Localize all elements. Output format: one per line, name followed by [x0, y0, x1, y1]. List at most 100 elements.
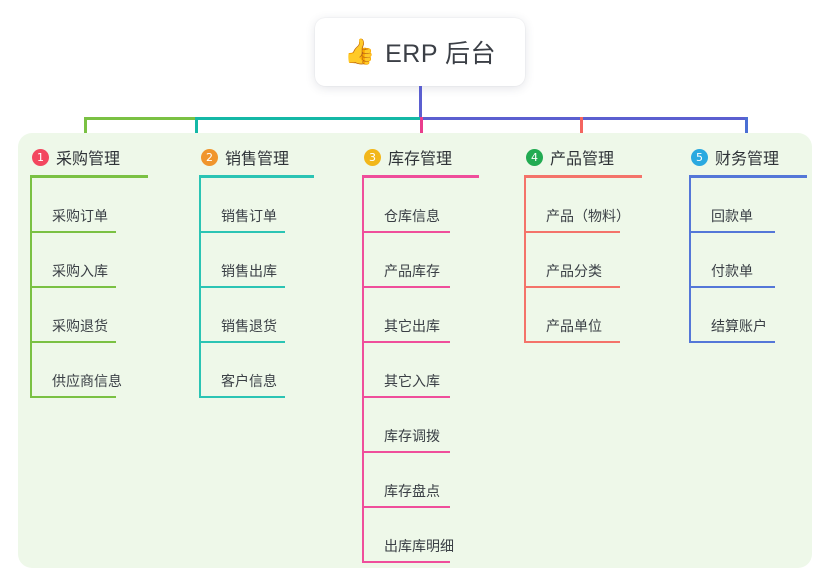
column-purchase-title: 采购管理	[56, 151, 121, 168]
column-purchase-spine	[30, 178, 32, 398]
column-product[interactable]: 4 产品管理产品（物料） 产品分类产品单位	[524, 145, 642, 343]
column-inventory-underline	[362, 175, 479, 178]
column-product-spine	[524, 178, 526, 343]
list-item-underline	[524, 231, 620, 233]
list-item-underline	[199, 286, 285, 288]
column-finance-header[interactable]: 5 财务管理	[689, 145, 807, 169]
list-item[interactable]: 产品库存	[362, 233, 479, 288]
list-item[interactable]: 客户信息	[199, 343, 314, 398]
list-item-label: 产品库存	[384, 263, 440, 279]
list-item-underline	[362, 451, 450, 453]
column-purchase-number-badge: 1	[32, 148, 49, 166]
list-item-label: 其它入库	[384, 373, 440, 389]
list-item[interactable]: 结算账户	[689, 288, 807, 343]
root-node-card[interactable]: 👍 ERP 后台	[315, 18, 525, 86]
list-item[interactable]: 库存盘点	[362, 453, 479, 508]
list-item-label: 采购订单	[52, 208, 108, 224]
column-finance-title: 财务管理	[715, 151, 780, 168]
list-item-label: 其它出库	[384, 318, 440, 334]
column-sales[interactable]: 2 销售管理销售订单销售出库销售退货客户信息	[199, 145, 314, 398]
column-sales-spine	[199, 178, 201, 398]
column-purchase-items: 采购订单采购入库采购退货供应商信息	[30, 178, 148, 398]
list-item-label: 仓库信息	[384, 208, 440, 224]
list-item[interactable]: 采购退货	[30, 288, 148, 343]
list-item-underline	[199, 341, 285, 343]
list-item-underline	[362, 341, 450, 343]
list-item-underline	[362, 561, 450, 563]
list-item-underline	[524, 286, 620, 288]
list-item-underline	[689, 286, 775, 288]
list-item-underline	[30, 396, 116, 398]
list-item[interactable]: 产品单位	[524, 288, 642, 343]
list-item-label: 产品分类	[546, 263, 602, 279]
list-item-label: 销售订单	[221, 208, 277, 224]
list-item-label: 销售退货	[221, 318, 277, 334]
list-item-underline	[689, 341, 775, 343]
list-item[interactable]: 回款单	[689, 178, 807, 233]
list-item[interactable]: 采购订单	[30, 178, 148, 233]
column-finance-spine	[689, 178, 691, 343]
list-item-label: 库存调拨	[384, 428, 440, 444]
column-purchase-underline	[30, 175, 148, 178]
column-sales-title: 销售管理	[225, 151, 290, 168]
list-item[interactable]: 销售订单	[199, 178, 314, 233]
list-item[interactable]: 产品（物料）	[524, 178, 642, 233]
list-item[interactable]: 销售退货	[199, 288, 314, 343]
list-item[interactable]: 出库库明细	[362, 508, 479, 563]
column-purchase-header[interactable]: 1 采购管理	[30, 145, 148, 169]
bus-segment-teal	[195, 117, 420, 120]
list-item[interactable]: 仓库信息	[362, 178, 479, 233]
root-node-content: 👍 ERP 后台	[344, 34, 496, 70]
root-stem-connector	[419, 86, 422, 118]
bus-segment-green	[84, 117, 195, 120]
list-item-underline	[362, 506, 450, 508]
column-finance[interactable]: 5 财务管理回款单付款单结算账户	[689, 145, 807, 343]
list-item[interactable]: 销售出库	[199, 233, 314, 288]
list-item[interactable]: 采购入库	[30, 233, 148, 288]
column-inventory-items: 仓库信息产品库存其它出库其它入库库存调拨库存盘点出库库明细	[362, 178, 479, 563]
list-item[interactable]: 付款单	[689, 233, 807, 288]
column-product-number-badge: 4	[526, 148, 543, 166]
column-finance-underline	[689, 175, 807, 178]
column-sales-header[interactable]: 2 销售管理	[199, 145, 314, 169]
column-product-title: 产品管理	[550, 151, 615, 168]
list-item[interactable]: 库存调拨	[362, 398, 479, 453]
list-item-underline	[524, 341, 620, 343]
column-product-underline	[524, 175, 642, 178]
list-item-underline	[362, 286, 450, 288]
list-item-label: 客户信息	[221, 373, 277, 389]
list-item-label: 采购入库	[52, 263, 108, 279]
list-item-underline	[30, 341, 116, 343]
column-product-items: 产品（物料） 产品分类产品单位	[524, 178, 642, 343]
column-sales-items: 销售订单销售出库销售退货客户信息	[199, 178, 314, 398]
list-item-label: 产品单位	[546, 318, 602, 334]
list-item[interactable]: 其它入库	[362, 343, 479, 398]
column-sales-number-badge: 2	[201, 148, 218, 166]
list-item-label: 结算账户	[711, 318, 767, 334]
root-node-title: ERP 后台	[385, 40, 497, 68]
list-item-label: 回款单	[711, 208, 753, 224]
column-finance-items: 回款单付款单结算账户	[689, 178, 807, 343]
column-inventory-spine	[362, 178, 364, 563]
list-item-label: 供应商信息	[52, 373, 122, 389]
list-item[interactable]: 产品分类	[524, 233, 642, 288]
list-item-underline	[30, 286, 116, 288]
list-item[interactable]: 供应商信息	[30, 343, 148, 398]
list-item-label: 销售出库	[221, 263, 277, 279]
list-item-label: 付款单	[711, 263, 753, 279]
column-product-header[interactable]: 4 产品管理	[524, 145, 642, 169]
list-item-underline	[689, 231, 775, 233]
list-item-underline	[362, 396, 450, 398]
branches-panel	[18, 133, 812, 568]
list-item-label: 库存盘点	[384, 483, 440, 499]
column-finance-number-badge: 5	[691, 148, 708, 166]
thumbs-up-icon: 👍	[343, 37, 376, 66]
list-item[interactable]: 其它出库	[362, 288, 479, 343]
column-purchase[interactable]: 1 采购管理采购订单采购入库采购退货供应商信息	[30, 145, 148, 398]
column-sales-underline	[199, 175, 314, 178]
list-item-label: 出库库明细	[384, 538, 454, 554]
list-item-underline	[362, 231, 450, 233]
